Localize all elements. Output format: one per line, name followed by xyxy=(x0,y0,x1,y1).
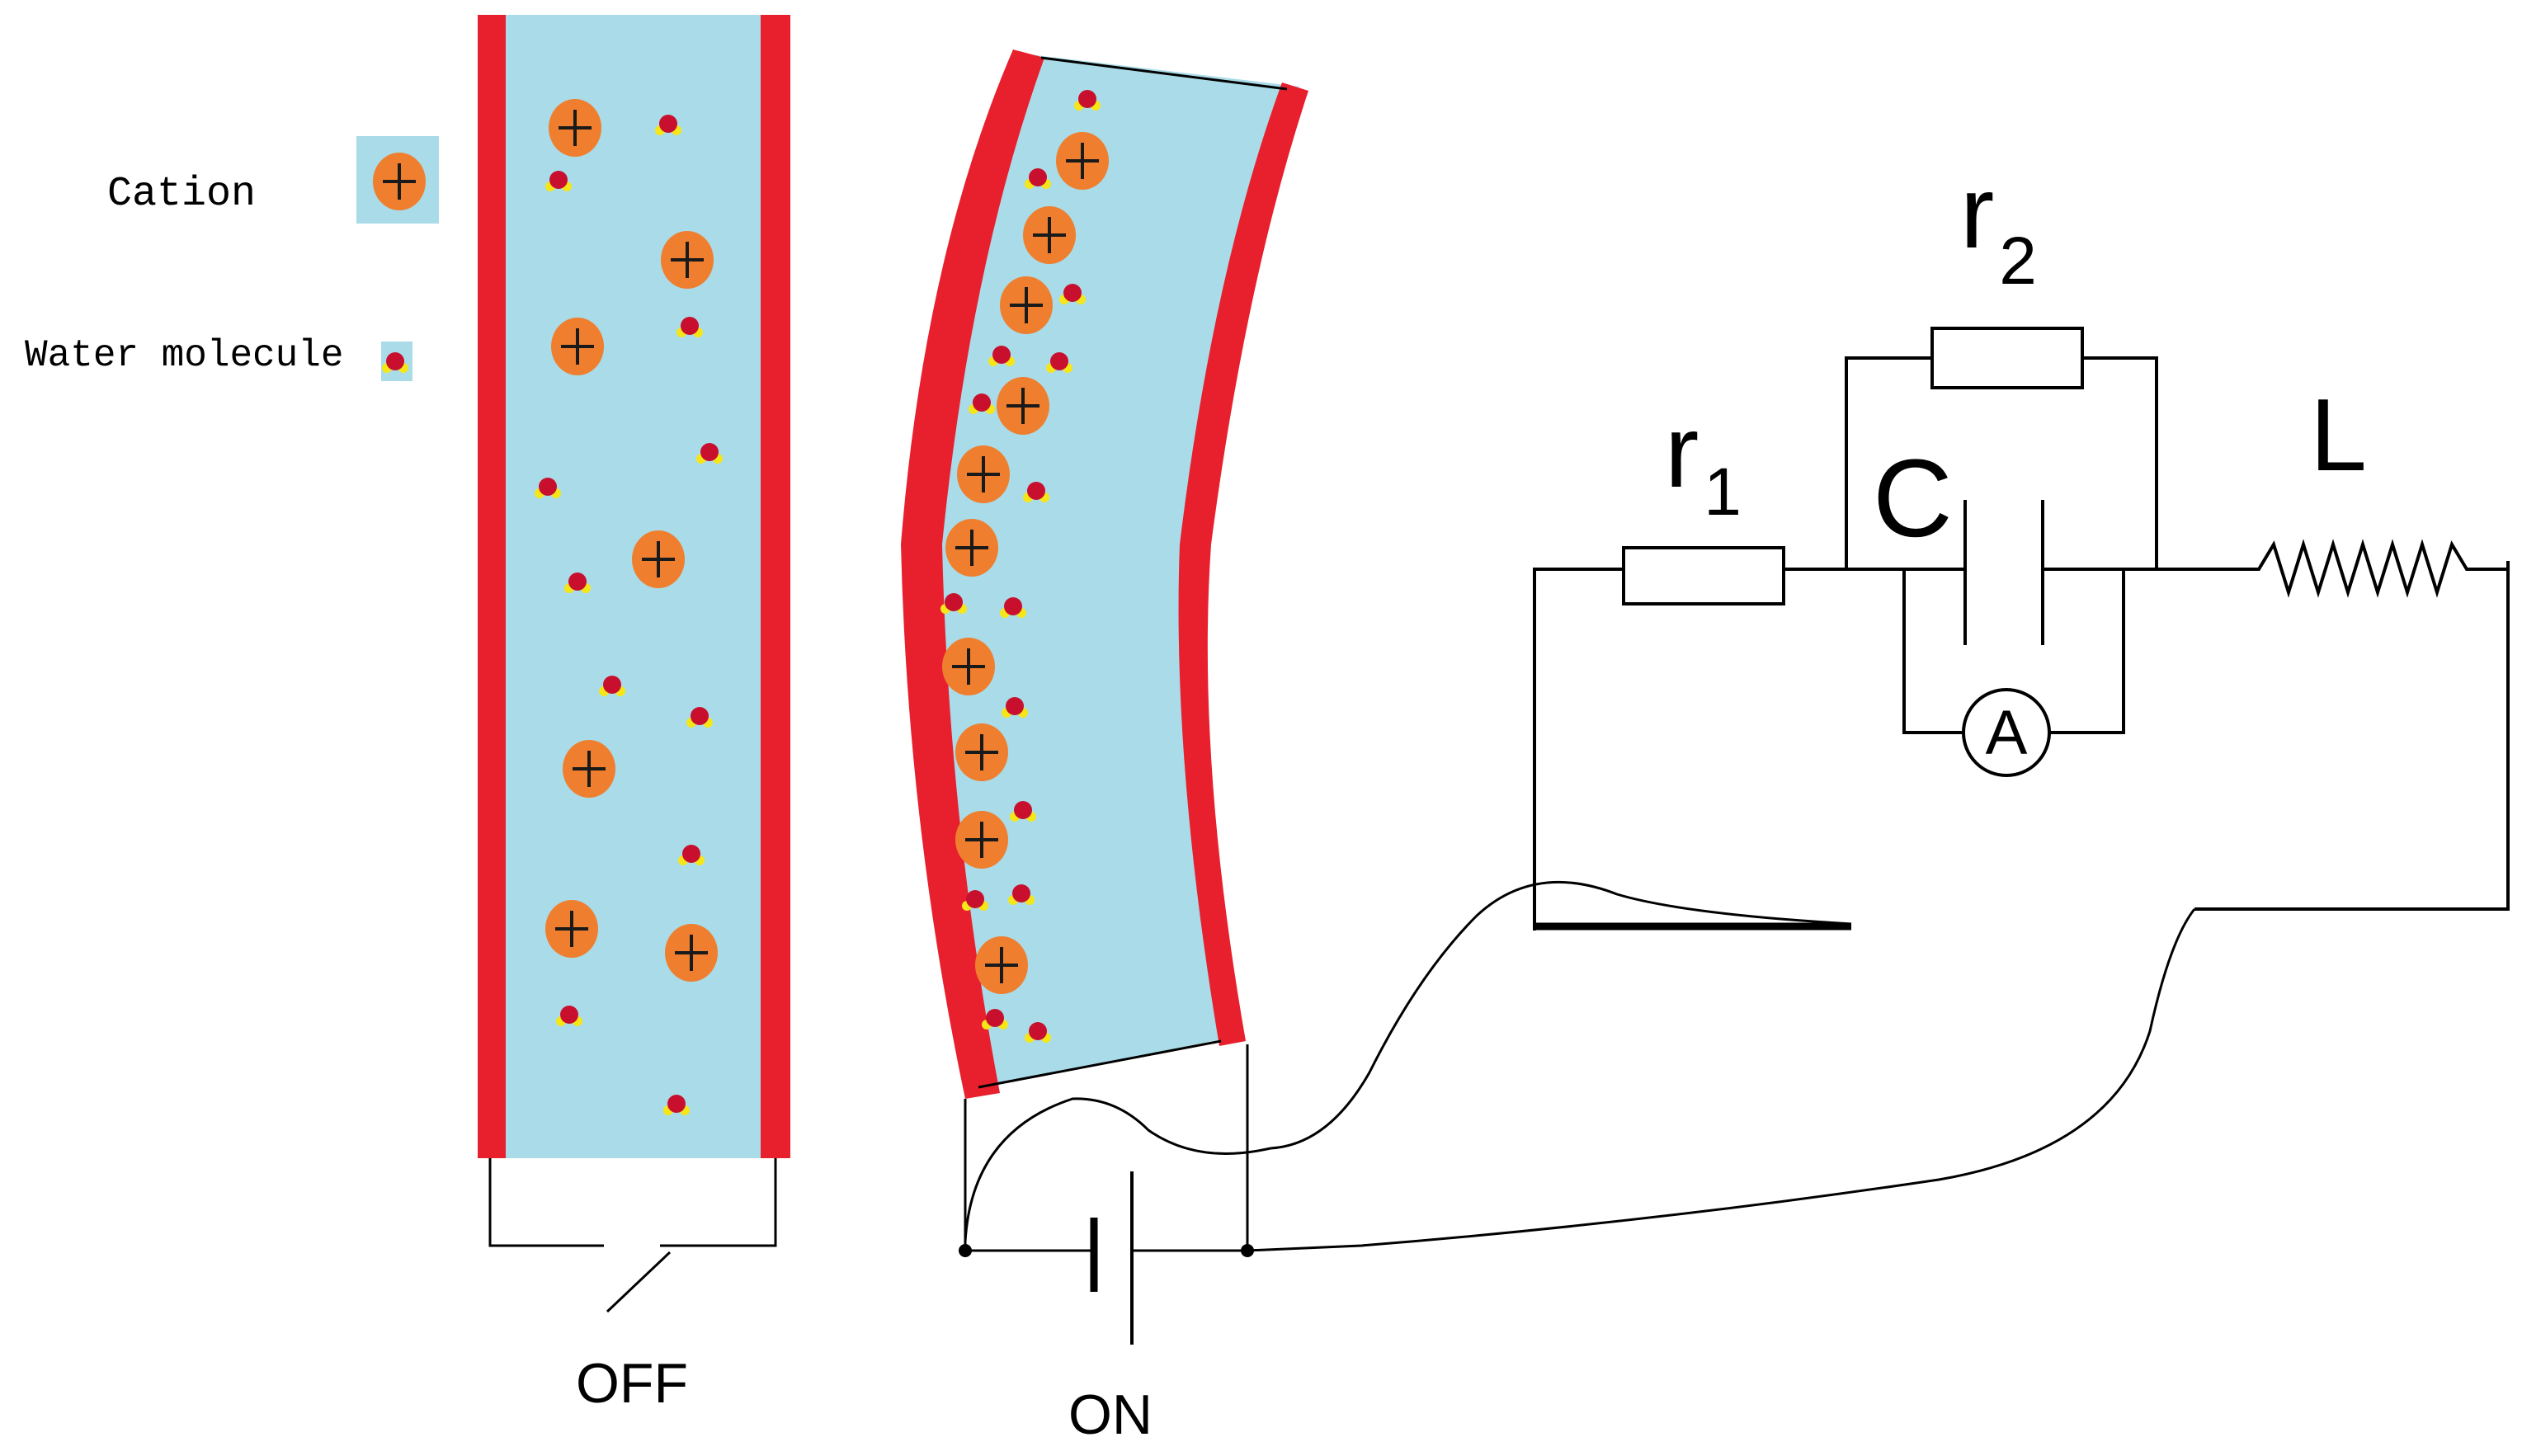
ammeter-symbol xyxy=(1962,688,2051,777)
inductor-label: L xyxy=(2310,379,2367,492)
inductor-coil xyxy=(2229,539,2508,598)
off-right-electrode xyxy=(761,15,790,1158)
off-label: OFF xyxy=(576,1352,688,1415)
ammeter-label: A xyxy=(1986,698,2028,768)
off-switch-lever xyxy=(606,1251,672,1313)
off-open-switch-wire xyxy=(488,1158,604,1247)
on-left-electrode xyxy=(901,49,1044,1099)
r2-label: r2 xyxy=(1960,156,2037,299)
lead-wire-right xyxy=(1247,908,2196,1252)
capacitor-label: C xyxy=(1873,437,1953,560)
off-left-electrode xyxy=(478,15,506,1158)
on-right-electrode xyxy=(1178,82,1308,1046)
water-molecule-label: Water molecule xyxy=(25,334,343,377)
resistor-r1 xyxy=(1622,546,1785,605)
current-transient-curve xyxy=(964,1097,1271,1242)
lead-wire-left xyxy=(1270,880,1852,1150)
r1-label: r1 xyxy=(1665,395,1742,530)
resistor-r2 xyxy=(1930,327,2084,389)
cation-label: Cation xyxy=(107,171,256,218)
equivalent-circuit: A r1 r2 C L xyxy=(1247,156,2510,1252)
cation-legend-icon xyxy=(356,136,439,224)
off-electrolyte xyxy=(498,15,762,1158)
off-actuator: OFF xyxy=(478,15,790,1415)
on-label: ON xyxy=(1068,1383,1153,1446)
on-actuator: ON xyxy=(901,49,1308,1446)
water-molecule-legend-icon xyxy=(381,342,412,381)
legend: Cation Water molecule xyxy=(25,136,439,381)
